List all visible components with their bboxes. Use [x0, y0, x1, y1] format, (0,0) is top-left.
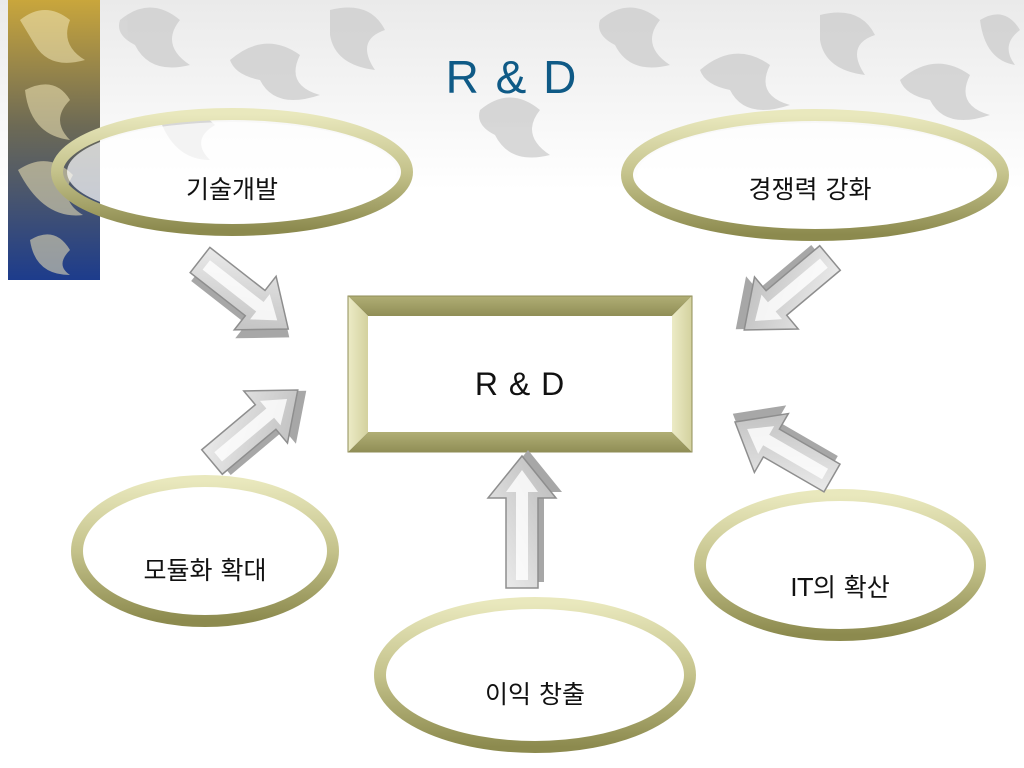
node-label-modularization: 모듈화 확대	[143, 556, 267, 585]
oval-ring-bottom	[374, 597, 696, 753]
arrow-from-bottom	[486, 450, 562, 589]
arrow-from-top-left	[189, 246, 290, 339]
arrow-from-top-right	[735, 244, 842, 331]
node-label-profit-creation: 이익 창출	[485, 680, 585, 709]
node-label-tech-development: 기술개발	[185, 175, 278, 204]
center-box-frame	[347, 295, 693, 453]
node-label-competitiveness: 경쟁력 강화	[748, 175, 872, 204]
oval-ring-top-right	[621, 109, 1009, 241]
oval-ring-top-left	[51, 108, 413, 236]
node-label-it-spread: IT의 확산	[790, 573, 890, 602]
oval-ring-mid-right	[694, 489, 986, 641]
oval-ring-mid-left	[71, 475, 339, 627]
slide-title: R & D	[445, 51, 579, 103]
arrow-from-mid-left	[200, 389, 307, 476]
arrow-from-mid-right	[732, 405, 842, 493]
center-box-label: R & D	[474, 366, 566, 402]
